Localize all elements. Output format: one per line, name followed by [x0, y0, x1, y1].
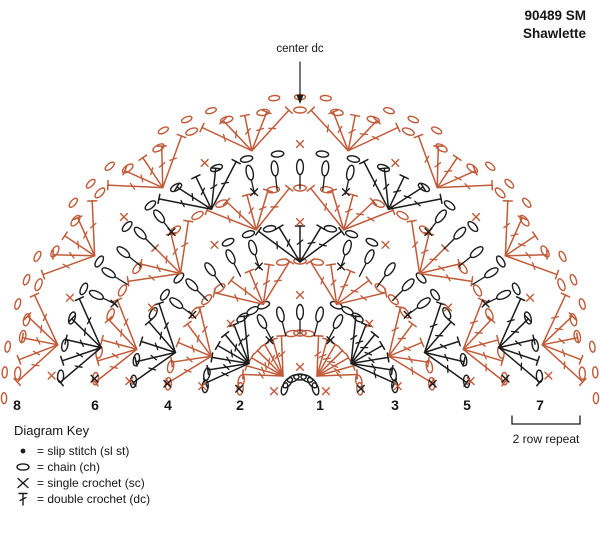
key-item-label: = single crochet (sc) — [37, 476, 145, 490]
row-number-5: 5 — [463, 397, 471, 413]
row-number-2: 2 — [236, 397, 244, 413]
key-item-label: = chain (ch) — [37, 460, 101, 474]
row-number-1: 1 — [316, 397, 324, 413]
single-crochet-icon — [17, 477, 29, 489]
row-number-8: 8 — [13, 397, 21, 413]
pattern-number: 90489 SM — [524, 8, 586, 23]
diagram-key-items: = slip stitch (sl st) = chain (ch) = singl… — [14, 443, 150, 507]
key-item-label: = slip stitch (sl st) — [37, 444, 130, 458]
chain-icon — [16, 463, 30, 471]
key-item-label: = double crochet (dc) — [37, 492, 151, 506]
pattern-header: 90489 SM Shawlette — [523, 7, 586, 43]
pattern-name: Shawlette — [522, 26, 586, 42]
key-item-slip-stitch: = slip stitch (sl st) — [14, 443, 150, 459]
row-number-6: 6 — [91, 397, 99, 413]
key-item-single-crochet: = single crochet (sc) — [14, 475, 150, 491]
row-number-7: 7 — [536, 397, 544, 413]
slip-stitch-icon — [20, 448, 26, 454]
key-item-double-crochet: = double crochet (dc) — [14, 491, 150, 507]
row-number-4: 4 — [164, 397, 172, 413]
center-dc-label: center dc — [276, 43, 324, 55]
row-number-3: 3 — [391, 397, 399, 413]
key-item-chain: = chain (ch) — [14, 459, 150, 475]
repeat-label: 2 row repeat — [512, 432, 580, 446]
diagram-key: Diagram Key = slip stitch (sl st) = chain… — [14, 423, 150, 507]
diagram-key-title: Diagram Key — [14, 423, 90, 438]
double-crochet-icon — [18, 492, 28, 506]
